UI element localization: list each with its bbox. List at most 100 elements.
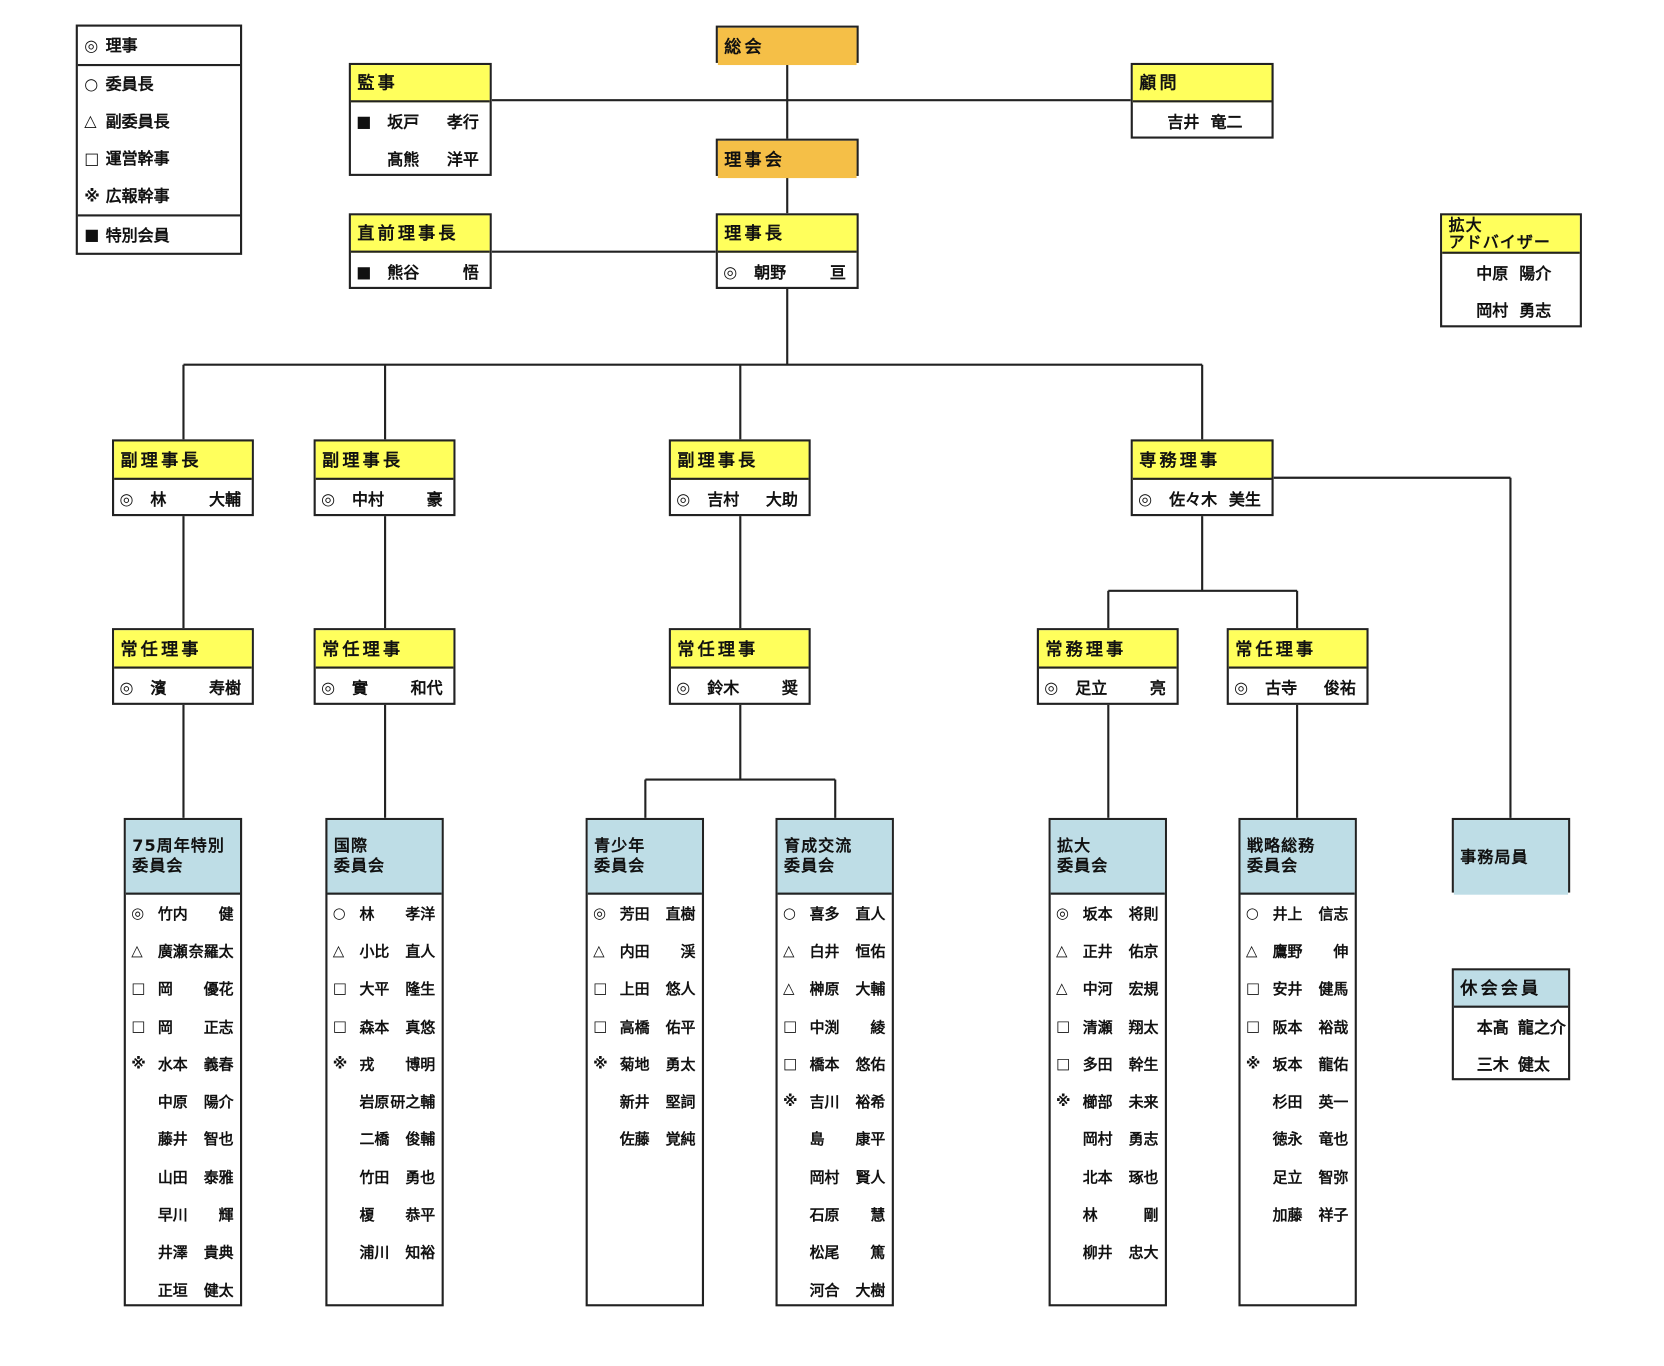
- member-surname: 早川: [157, 1207, 188, 1225]
- box-senmu: 専務理事◎佐々木美生: [1130, 439, 1274, 517]
- title-line: 専務理事: [1139, 449, 1221, 470]
- box-title: 総会: [717, 27, 857, 66]
- member-given-name: 勇太: [665, 1056, 696, 1074]
- member-mark: ※: [782, 1093, 798, 1111]
- member-mark: ○: [1245, 904, 1259, 923]
- title-line: 戦略総務: [1246, 836, 1316, 856]
- member-mark: ◎: [321, 677, 336, 698]
- member-given-name: 寿樹: [209, 678, 242, 698]
- box-title: 専務理事: [1132, 441, 1272, 480]
- member-given-name: 賢人: [855, 1169, 886, 1187]
- member-given-name: 研之輔: [390, 1094, 436, 1112]
- box-kakudai: 拡大委員会◎坂本将則△正井佑京△中河宏規□清瀬翔太□多田幹生※櫛部未来岡村勇志北…: [1048, 817, 1167, 1307]
- legend-mark: ■: [84, 225, 100, 245]
- member-mark: △: [1245, 942, 1258, 960]
- member-given-name: 勇也: [405, 1169, 436, 1187]
- member-mark: ◎: [1044, 677, 1059, 698]
- box-title: 顧問: [1132, 65, 1272, 103]
- box-jimukyoku: 事務局員: [1451, 817, 1571, 895]
- title-line: 顧問: [1139, 72, 1180, 93]
- title-line: 副理事長: [322, 449, 404, 470]
- member-surname: 岡: [157, 981, 173, 999]
- title-line: 委員会: [132, 856, 184, 876]
- member-row: 加藤祥子: [1241, 1196, 1355, 1234]
- legend-mark: □: [84, 148, 100, 168]
- member-row: 竹田勇也: [327, 1158, 441, 1196]
- member-surname: 橋本: [809, 1056, 840, 1074]
- member-row: △正井佑京: [1051, 932, 1165, 970]
- member-given-name: 奨: [781, 678, 798, 698]
- member-given-name: 健太: [1517, 1055, 1550, 1075]
- member-row: □中渕綾: [778, 1008, 892, 1046]
- member-surname: 岡村: [809, 1169, 840, 1187]
- member-surname: 吉村: [707, 489, 740, 509]
- box-rijicho: 理事長◎朝野亘: [715, 213, 859, 291]
- member-surname: 石原: [809, 1207, 840, 1225]
- member-row: ※吉川裕希: [778, 1083, 892, 1121]
- member-surname: 坂本: [1082, 906, 1113, 924]
- box-seishonen: 青少年委員会◎芳田直樹△内田渓□上田悠人□高橋佑平※菊地勇太新井堅詞佐藤覚純: [585, 817, 705, 1307]
- member-surname: 島: [809, 1131, 825, 1149]
- member-surname: 中河: [1082, 981, 1113, 999]
- member-given-name: 直人: [855, 906, 886, 924]
- member-row: 吉井竜二: [1133, 102, 1272, 140]
- member-given-name: 洋平: [446, 149, 479, 169]
- box-title: 直前理事長: [350, 215, 490, 253]
- member-mark: △: [131, 942, 143, 960]
- member-row: ◎鈴木奨: [671, 669, 809, 707]
- member-surname: 芳田: [619, 906, 650, 924]
- member-given-name: 優花: [203, 981, 234, 999]
- member-surname: 三木: [1476, 1055, 1509, 1075]
- member-mark: ※: [131, 1055, 146, 1073]
- member-row: ◎朝野亘: [718, 253, 857, 291]
- box-title: 拡大アドバイザー: [1442, 215, 1580, 254]
- member-row: ◎芳田直樹: [588, 895, 702, 933]
- member-surname: 林: [359, 906, 375, 924]
- member-row: 正垣健太: [126, 1271, 240, 1309]
- box-title: 育成交流委員会: [777, 820, 892, 895]
- member-given-name: 祥子: [1318, 1207, 1349, 1225]
- member-mark: ※: [332, 1055, 348, 1073]
- title-line: 委員会: [784, 856, 836, 876]
- member-surname: 古寺: [1265, 678, 1298, 698]
- box-kyukai: 休会会員本髙龍之介三木健太: [1451, 968, 1571, 1081]
- member-row: ◎吉村大助: [671, 480, 809, 518]
- member-row: □ 岡 優花: [126, 970, 240, 1008]
- member-given-name: 隆生: [405, 981, 436, 999]
- member-row: □多田幹生: [1051, 1045, 1165, 1083]
- member-row: △白井恒佑: [778, 932, 892, 970]
- box-title: 75周年特別委員会: [125, 820, 241, 895]
- member-row: 島康平: [778, 1121, 892, 1159]
- member-mark: □: [782, 1055, 798, 1073]
- member-given-name: 幹生: [1128, 1056, 1159, 1074]
- member-surname: 大平: [359, 981, 390, 999]
- title-line: 常任理事: [677, 638, 759, 659]
- member-given-name: 悟: [462, 262, 479, 282]
- box-title: 理事長: [717, 215, 857, 253]
- member-surname: 林: [1082, 1207, 1098, 1225]
- member-given-name: 智弥: [1318, 1169, 1349, 1187]
- member-mark: □: [593, 1017, 608, 1035]
- member-row: 岡村賢人: [778, 1158, 892, 1196]
- member-mark: ○: [332, 904, 346, 923]
- box-c75: 75周年特別委員会◎竹内健△廣瀬奈羅太□岡優花□岡正志※水本義春中原陽介藤井智也…: [123, 817, 243, 1309]
- box-title: 副理事長: [114, 441, 252, 480]
- member-given-name: 孝洋: [405, 906, 436, 924]
- legend-item: ◎理事: [78, 27, 240, 65]
- member-mark: □: [131, 980, 146, 998]
- member-surname: 竹内: [157, 906, 188, 924]
- member-row: 林剛: [1051, 1196, 1165, 1234]
- member-row: △鷹野伸: [1241, 932, 1355, 970]
- member-surname: 中原: [157, 1094, 188, 1112]
- legend-mark: ◎: [84, 35, 99, 56]
- member-row: 浦川知裕: [327, 1233, 441, 1271]
- member-row: 二橋俊輔: [327, 1121, 441, 1159]
- member-given-name: 将則: [1128, 906, 1159, 924]
- member-mark: □: [1056, 1055, 1071, 1073]
- member-row: △小比直人: [327, 932, 441, 970]
- title-line: 委員会: [594, 856, 646, 876]
- member-row: 岩原研之輔: [327, 1083, 441, 1121]
- member-surname: 浦川: [359, 1244, 390, 1262]
- member-given-name: 綾: [870, 1018, 886, 1037]
- title-line: 常任理事: [120, 638, 202, 659]
